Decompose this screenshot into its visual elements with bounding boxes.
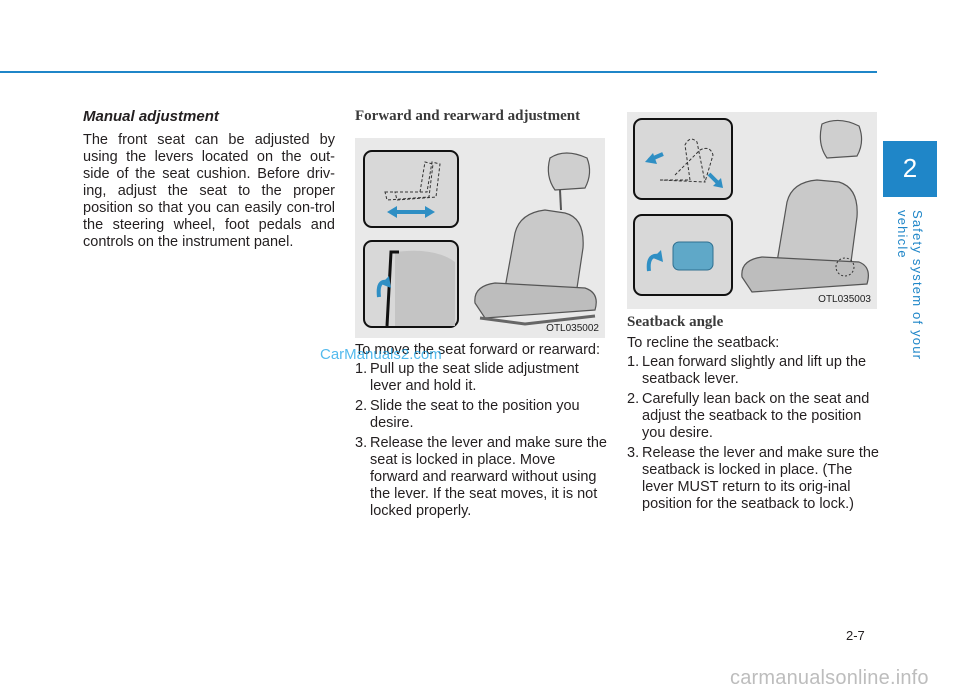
lever-lift-arrow-icon <box>376 250 455 327</box>
heading-seatback-angle: Seatback angle <box>627 314 724 330</box>
figure-seatback-angle: OTL035003 <box>627 112 877 309</box>
seat-slide-inset <box>363 150 459 228</box>
list-item: 2.Carefully lean back on the seat and ad… <box>627 391 870 441</box>
seat-illustration <box>474 152 597 326</box>
chapter-title: Safety system of your vehicle <box>895 210 925 361</box>
forward-rearward-text: To move the seat forward or rearward: 1.… <box>355 342 607 523</box>
watermark: CarManuals2.com <box>320 346 442 363</box>
list-item: 1.Pull up the seat slide adjustment leve… <box>355 361 579 394</box>
column-forward-rearward: Forward and rearward adjustment <box>355 108 607 125</box>
heading-manual-adjustment: Manual adjustment <box>83 108 219 125</box>
chapter-tab[interactable]: 2 <box>883 141 937 197</box>
seatback-recline-inset <box>633 118 733 200</box>
manual-adjustment-text: The front seat can be adjusted by using … <box>83 132 335 250</box>
seatback-intro: To recline the seatback: <box>627 335 780 351</box>
forward-rearward-steps: 1.Pull up the seat slide adjustment leve… <box>355 361 607 520</box>
chapter-number: 2 <box>902 153 918 183</box>
list-item: 3.Release the lever and make sure the se… <box>355 435 607 519</box>
seat-illustration <box>741 119 869 293</box>
list-item: 3.Release the lever and make sure the se… <box>627 445 879 512</box>
recline-arrow-icon <box>645 138 723 188</box>
heading-forward-rearward: Forward and rearward adjustment <box>355 108 581 124</box>
lever-inset <box>363 240 459 328</box>
lever-lift-arrow-icon <box>646 241 714 272</box>
list-item: 2.Slide the seat to the position you des… <box>355 398 580 431</box>
list-item: 1.Lean forward slightly and lift up the … <box>627 354 867 387</box>
slide-arrow-icon <box>384 161 441 218</box>
seatback-steps: 1.Lean forward slightly and lift up the … <box>627 354 879 513</box>
seatback-angle-text: Seatback angle To recline the seatback: … <box>627 314 879 516</box>
column-manual-adjustment: Manual adjustment The front seat can be … <box>83 108 335 251</box>
figure-code-otl035003: OTL035003 <box>818 294 871 305</box>
forward-rearward-intro: To move the seat forward or rearward: <box>355 342 600 358</box>
header-rule <box>0 71 877 73</box>
figure-seat-slide: OTL035002 <box>355 138 605 338</box>
seatback-lever-inset <box>633 214 733 296</box>
figure-code-otl035002: OTL035002 <box>546 323 599 334</box>
footer-watermark: carmanualsonline.info <box>730 667 929 689</box>
page-number: 2-7 <box>846 628 865 643</box>
